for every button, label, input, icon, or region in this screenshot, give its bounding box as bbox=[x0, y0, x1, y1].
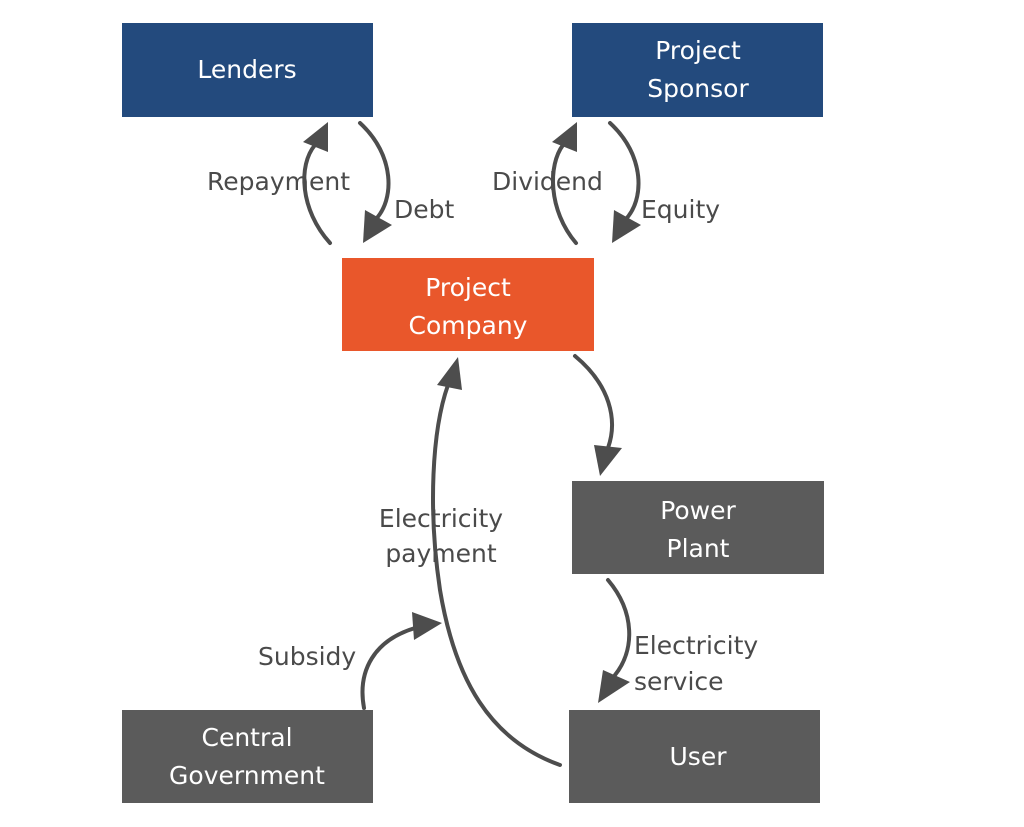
lenders-label: Lenders bbox=[197, 55, 296, 84]
project-company-label-line2: Company bbox=[409, 311, 528, 340]
arrow-electricity-service bbox=[598, 578, 632, 703]
power-plant-label-line1: Power bbox=[660, 496, 736, 525]
label-electricity-payment-line2: payment bbox=[385, 539, 497, 568]
arrow-dividend bbox=[551, 122, 578, 245]
label-dividend: Dividend bbox=[492, 167, 603, 196]
label-subsidy: Subsidy bbox=[258, 642, 356, 671]
user-label: User bbox=[670, 742, 728, 771]
node-lenders: Lenders bbox=[122, 23, 373, 117]
node-project-sponsor: Project Sponsor bbox=[572, 23, 823, 117]
arrow-debt bbox=[358, 121, 392, 243]
central-government-label-line2: Government bbox=[169, 761, 325, 790]
project-sponsor-label-line2: Sponsor bbox=[647, 74, 749, 103]
arrow-repayment bbox=[302, 122, 332, 245]
label-repayment: Repayment bbox=[207, 167, 350, 196]
arrow-company-to-power-plant bbox=[573, 354, 622, 476]
label-debt: Debt bbox=[394, 195, 455, 224]
node-project-company: Project Company bbox=[342, 258, 594, 351]
label-electricity-payment-line1: Electricity bbox=[379, 504, 503, 533]
arrow-subsidy bbox=[360, 612, 442, 710]
central-government-label-line1: Central bbox=[201, 723, 292, 752]
power-plant-label-line2: Plant bbox=[667, 534, 730, 563]
label-equity: Equity bbox=[641, 195, 720, 224]
arrow-electricity-payment bbox=[431, 357, 562, 767]
label-electricity-service-line2: service bbox=[634, 667, 724, 696]
node-central-government: Central Government bbox=[122, 710, 373, 803]
node-user: User bbox=[569, 710, 820, 803]
project-company-label-line1: Project bbox=[425, 273, 511, 302]
project-sponsor-label-line1: Project bbox=[655, 36, 741, 65]
arrow-equity bbox=[608, 121, 641, 243]
node-power-plant: Power Plant bbox=[572, 481, 824, 574]
label-electricity-service-line1: Electricity bbox=[634, 631, 758, 660]
